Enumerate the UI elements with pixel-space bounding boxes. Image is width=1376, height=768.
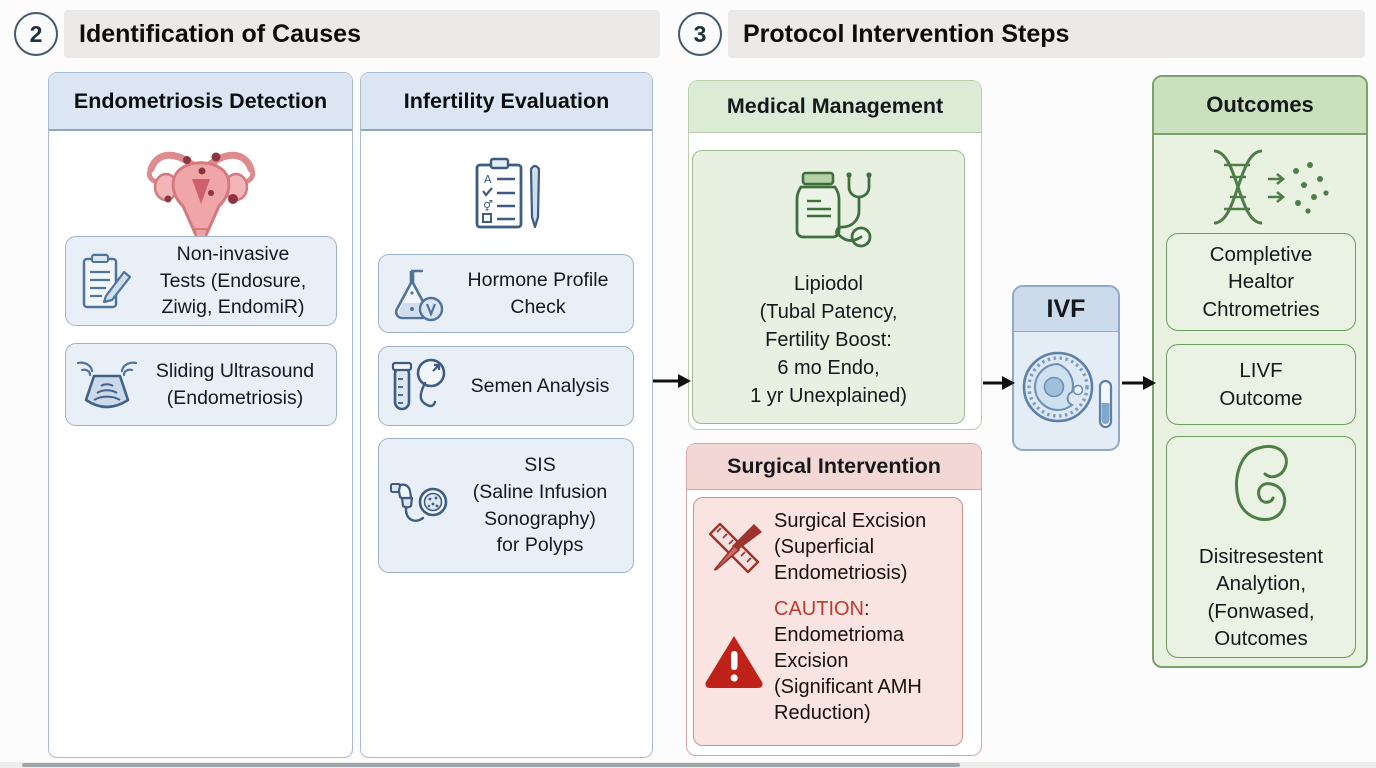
endometrioma-caution-label: Endometrioma Excision (Significant AMH R…: [774, 624, 922, 724]
flask-icon: [389, 265, 447, 323]
section-title-causes: Identification of Causes: [64, 10, 660, 58]
outcomes-title: Outcomes: [1154, 77, 1366, 135]
outcome-card-3: Disitresestent Analytion, (Fonwased, Out…: [1166, 436, 1356, 658]
arrow-eval-to-management: [653, 374, 691, 388]
surgical-excision-label: Surgical Excision (Superficial Endometri…: [774, 510, 927, 584]
lipiodol-label: Lipiodol (Tubal Patency, Fertility Boost…: [750, 273, 907, 407]
medical-management-panel: Medical Management Lipiodol (Tubal Paten…: [688, 80, 982, 430]
bottom-edge-bar: [22, 763, 960, 767]
noninvasive-tests-label: Non-invasive Tests (Endosure, Ziwig, End…: [159, 243, 307, 319]
warning-triangle-icon: [702, 633, 766, 689]
ivf-panel: IVF: [1012, 285, 1120, 451]
surgical-excision-card: Surgical Excision (Superficial Endometri…: [693, 497, 963, 746]
step-number-3: 3: [678, 12, 722, 56]
lipiodol-card: Lipiodol (Tubal Patency, Fertility Boost…: [692, 150, 965, 424]
semen-analysis-label: Semen Analysis: [470, 374, 610, 397]
svg-text:⚥: ⚥: [483, 200, 493, 213]
scalpel-ruler-icon: [702, 516, 766, 578]
sis-label: SIS (Saline Infusion Sonography) for Pol…: [472, 454, 608, 557]
infertility-evaluation-title: Infertility Evaluation: [361, 73, 652, 131]
caution-label: CAUTION: [774, 598, 864, 620]
checklist-pen-icon: A ⚥: [361, 153, 652, 237]
outcomes-panel: Outcomes Completive Healtor Chtrometries: [1152, 75, 1368, 668]
surgical-intervention-title: Surgical Intervention: [687, 444, 981, 490]
ivf-title: IVF: [1014, 287, 1118, 332]
arrow-ivf-to-outcomes: [1122, 376, 1156, 390]
sis-card: SIS (Saline Infusion Sonography) for Pol…: [378, 438, 634, 573]
semen-sample-icon: [389, 355, 451, 417]
fetus-icon: [1225, 442, 1297, 537]
step-number-2: 2: [14, 12, 58, 56]
outcome-card-3-label: Disitresestent Analytion, (Fonwased, Out…: [1198, 545, 1324, 650]
outcome-card-1: Completive Healtor Chtrometries: [1166, 233, 1356, 331]
infertility-evaluation-panel: Infertility Evaluation A ⚥: [360, 72, 653, 758]
dna-fragments-icon: [1154, 145, 1366, 229]
sliding-ultrasound-card: Sliding Ultrasound (Endometriosis): [65, 343, 337, 426]
sis-catheter-icon: [389, 476, 451, 536]
outcome-card-2-label: LIVF Outcome: [1219, 359, 1303, 410]
medical-management-title: Medical Management: [689, 81, 981, 133]
svg-text:A: A: [484, 173, 492, 186]
ultrasound-probe-icon: [76, 356, 138, 414]
outcome-card-2: LIVF Outcome: [1166, 344, 1356, 425]
outcome-card-1-label: Completive Healtor Chtrometries: [1202, 243, 1320, 321]
hormone-profile-card: Hormone Profile Check: [378, 254, 634, 333]
section-title-protocol: Protocol Intervention Steps: [728, 10, 1365, 58]
caution-block: CAUTION: Endometrioma Excision (Signific…: [774, 598, 922, 724]
oocyte-testtube-icon: [1014, 339, 1118, 445]
uterus-endometriosis-icon: [49, 141, 352, 249]
surgical-intervention-panel: Surgical Intervention S: [686, 443, 982, 756]
arrow-management-to-ivf: [983, 376, 1015, 390]
medicine-bottle-stethoscope-icon: [777, 165, 881, 262]
endometriosis-detection-title: Endometriosis Detection: [49, 73, 352, 131]
noninvasive-tests-card: Non-invasive Tests (Endosure, Ziwig, End…: [65, 236, 337, 326]
semen-analysis-card: Semen Analysis: [378, 346, 634, 426]
sliding-ultrasound-label: Sliding Ultrasound (Endometriosis): [155, 359, 315, 409]
endometriosis-detection-panel: Endometriosis Detection: [48, 72, 353, 758]
clipboard-pencil-icon: [76, 250, 134, 312]
hormone-profile-label: Hormone Profile Check: [467, 268, 609, 318]
